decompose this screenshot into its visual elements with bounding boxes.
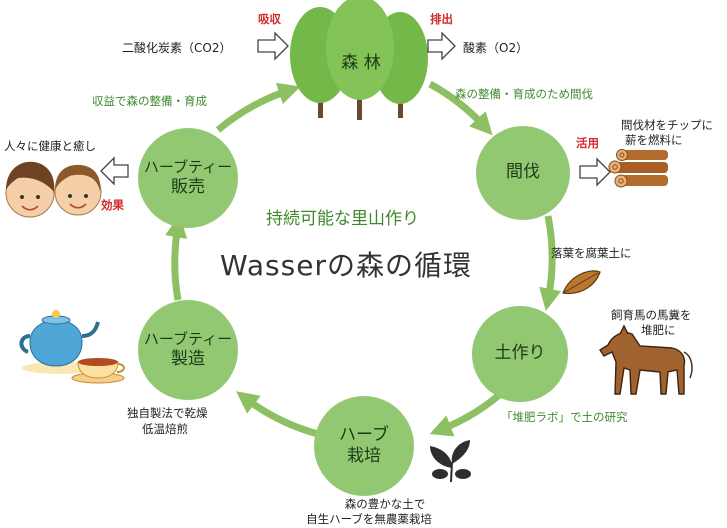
edge-label-soil-to-herb: 「堆肥ラボ」で土の研究 [501,410,628,426]
manufacture-note-line-2: 低温焙煎 [142,422,188,438]
emit-label: 酸素（O2） [463,40,528,56]
absorb-label: 二酸化炭素（CO2） [122,40,231,56]
effect-tag: 効果 [101,198,124,214]
manufacture-note-line-1: 独自製法で乾燥 [127,406,208,422]
herb-node: ハーブ 栽培 [314,396,414,496]
horse-label-line-2: 堆肥に [641,323,676,339]
edge-label-thinning-to-soil: 落葉を腐葉土に [551,246,632,262]
emit-tag: 排出 [430,12,453,28]
firewood-icon [609,150,668,188]
teacup-icon [72,358,124,383]
thinning-node-label: 間伐 [506,162,540,183]
forest-node: 森 林 [318,36,404,92]
use-tag: 活用 [576,136,599,152]
horse-label-line-1: 飼育馬の馬糞を [611,308,692,324]
use-arrow-icon [580,159,610,185]
use-label-line-2: 薪を燃料に [625,133,683,149]
sales-node-label-2: 販売 [171,177,205,198]
sales-node-label-1: ハーブティー [144,158,232,177]
herb-node-label-2: 栽培 [347,446,381,467]
edge-label-forest-to-thinning: 森の整備・育成のため間伐 [455,87,593,103]
absorb-arrow-icon [258,33,288,59]
cycle-arrow-soil-to-herb [440,390,505,430]
forest-node-label: 森 林 [341,53,380,74]
emit-arrow-icon [428,33,455,59]
leaf-icon [563,271,600,294]
manufacture-node-label-2: 製造 [171,349,205,370]
absorb-tag: 吸収 [258,12,281,28]
use-label-line-1: 間伐材をチップに [621,118,713,134]
herb-sprout-icon [430,440,471,482]
sales-node: ハーブティー 販売 [138,128,238,228]
effect-arrow-icon [101,158,128,184]
edge-label-sales-to-forest: 収益で森の整備・育成 [92,94,207,110]
thinning-node: 間伐 [476,126,570,220]
diagram-subtitle: 持続可能な里山作り [266,204,419,229]
manufacture-node: ハーブティー 製造 [138,300,238,400]
cycle-arrow-herb-to-manufacture [245,398,318,434]
effect-label: 人々に健康と癒し [4,139,96,155]
herb-note-line-1: 森の豊かな土で [330,497,440,513]
herb-note-line-2: 自生ハーブを無農薬栽培 [294,512,444,528]
people-faces-icon [6,162,101,217]
cycle-arrow-sales-to-forest [218,90,290,130]
herb-node-label-1: ハーブ [339,425,389,446]
soil-node: 土作り [472,306,568,402]
cycle-arrow-manufacture-to-sales [175,226,178,300]
manufacture-node-label-1: ハーブティー [144,330,232,349]
diagram-title: Wasserの森の循環 [220,244,472,284]
soil-node-label: 土作り [495,343,546,364]
